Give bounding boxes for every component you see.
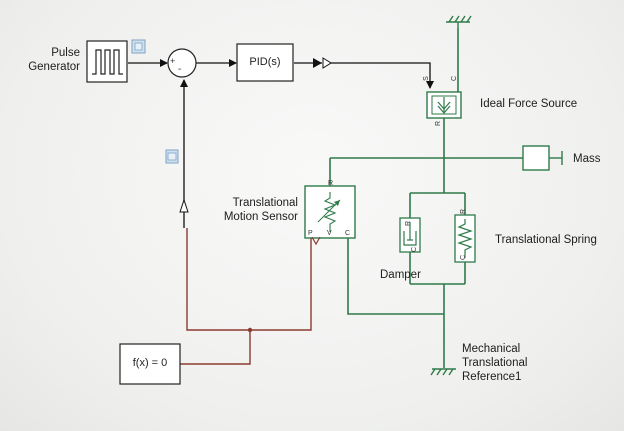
sum-minus-sign: - (178, 64, 182, 75)
pulse-generator-block[interactable] (86, 40, 128, 83)
sum-plus-sign: + (170, 56, 176, 66)
signal-lines (128, 59, 434, 228)
mechanical-translational-reference-label: Mechanical Translational Reference1 (462, 343, 528, 383)
translational-spring-label: Translational Spring (495, 234, 597, 246)
damper-port-c: C (411, 246, 419, 253)
signal-badge-icon[interactable] (165, 149, 179, 164)
ideal-force-source-block[interactable] (426, 91, 462, 119)
physical-connections (329, 28, 523, 368)
measurement-connections (180, 228, 312, 365)
force-source-port-s: S (422, 76, 430, 81)
converter-to-force-source-line (330, 62, 434, 89)
scope-badge-icon[interactable] (131, 39, 146, 54)
mass-label: Mass (573, 153, 601, 165)
pid-output-converter (313, 57, 332, 69)
pid-block-label: PID(s) (249, 56, 281, 68)
force-source-port-r: R (435, 120, 443, 127)
damper-block[interactable] (399, 217, 421, 253)
sensor-c-to-ground-line (347, 238, 444, 315)
translational-spring-block[interactable] (454, 214, 476, 263)
pulse-generator-label: Pulse Generator (28, 47, 80, 73)
sensor-port-r: R (328, 180, 334, 187)
sensor-port-p: P (308, 230, 313, 237)
solver-configuration-block[interactable] (119, 343, 181, 385)
solver-configuration-label: f(x) = 0 (132, 357, 168, 369)
pid-block[interactable] (236, 43, 294, 82)
pulse-waveform-icon (92, 49, 123, 75)
sensor-p-to-solver-line (186, 228, 312, 331)
spring-port-r: R (460, 208, 468, 215)
mechanical-translational-reference-icon[interactable] (430, 368, 456, 376)
translational-motion-sensor-label: Translational Motion Sensor (223, 197, 298, 223)
sensor-potentiometer-icon (323, 192, 337, 232)
sensor-port-c: C (345, 230, 351, 237)
ideal-force-source-label: Ideal Force Source (480, 98, 578, 110)
mass-block[interactable] (522, 145, 563, 171)
translational-motion-sensor-block[interactable] (304, 185, 356, 246)
force-source-port-c: C (451, 75, 459, 82)
solver-to-branch-line (180, 330, 251, 365)
sensor-port-v: V (327, 230, 332, 237)
spring-port-c: C (460, 254, 468, 261)
damper-port-r: R (405, 220, 413, 227)
feedback-converter-arrow (179, 198, 189, 213)
top-ground-icon (446, 15, 472, 28)
damper-label: Damper (380, 269, 421, 281)
sum-block[interactable] (167, 48, 197, 78)
